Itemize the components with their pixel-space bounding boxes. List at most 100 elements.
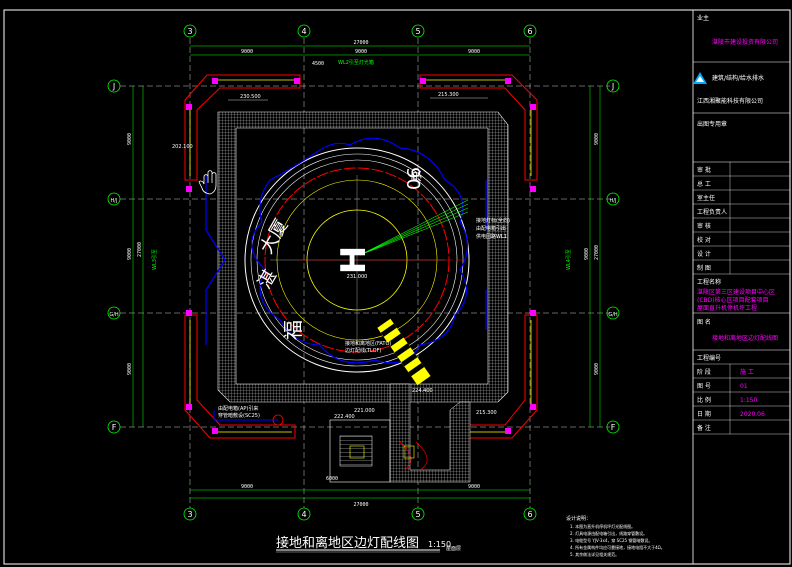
dim-text: 9000 — [241, 484, 253, 490]
approval-rows: 审 批 总 工 室主任 工程负责人 审 核 校 对 设 计 制 图 — [697, 166, 727, 272]
info-label: 日 期 — [697, 410, 711, 418]
info-label: 比 例 — [697, 396, 711, 404]
title-block: 业主 湛陵市建设投资有限公司 建筑/结构/给水排水 江西湘聚能科技有限公司 出图… — [692, 10, 790, 564]
company-logo-icon — [693, 72, 707, 84]
note-text: WL3引至 — [151, 249, 158, 270]
note-text: 供电回路WL1 — [476, 233, 507, 240]
notes-title: 设计说明： — [566, 515, 591, 522]
dimension-lines — [132, 45, 601, 499]
info-label: 图 号 — [697, 383, 711, 390]
seal-label: 出图专用章 — [697, 120, 727, 128]
pad-weight-text: 06 — [404, 167, 425, 190]
dim-text: 6000 — [326, 476, 338, 482]
dim-text: 9000 — [127, 363, 133, 375]
elevation-label: 222.400 — [334, 414, 355, 420]
dim-text: 9000 — [594, 133, 600, 145]
dim-text: 4500 — [312, 61, 324, 67]
column-markers — [186, 78, 536, 434]
helipad-h-letter: H — [334, 246, 374, 274]
row-label: 工程负责人 — [697, 208, 727, 216]
dim-text: 9000 — [584, 248, 590, 260]
pad-name-text: 福 — [281, 320, 305, 340]
dim-text: 27000 — [594, 245, 600, 260]
note-text: 由配电箱引出 — [476, 225, 506, 232]
axis-label: J — [112, 82, 115, 91]
project-name: (CBD)核心区项目配套项目 — [697, 296, 769, 304]
axis-label: 6 — [527, 510, 532, 519]
elevation-label: 215.300 — [438, 92, 459, 98]
axis-bubbles-bottom: 3 4 5 6 — [183, 507, 537, 521]
note-text: 边灯配线(TLOF) — [345, 347, 381, 354]
note-text: WL2引至灯光箱 — [338, 59, 374, 66]
dim-text: 9000 — [127, 133, 133, 145]
dim-text: 9000 — [594, 363, 600, 375]
axis-bubbles-top: 3 4 5 6 — [183, 24, 537, 38]
info-value: 2020.06 — [740, 411, 765, 418]
axis-label: 5 — [415, 510, 420, 519]
drawing-title: 接地和离地区边灯配线图 — [276, 535, 419, 551]
pad-weight-text: 京 — [409, 170, 423, 182]
grid-axes — [120, 38, 610, 508]
axis-label: F — [112, 423, 117, 432]
owner-name: 湛陵市建设投资有限公司 — [712, 38, 778, 46]
drawing-scale: 1:150 — [428, 540, 451, 549]
drawing-label: 图 名 — [697, 318, 711, 326]
elevation-label: 231.000 — [347, 274, 368, 280]
info-label: 备 注 — [697, 424, 711, 432]
note-line: 2. 灯具电源由配电箱引出，线路穿管敷设。 — [570, 530, 647, 536]
axis-label: 3 — [187, 27, 192, 36]
dim-text: 27000 — [137, 242, 143, 257]
note-line: 4. 所有金属构件均应可靠接地，接地电阻不大于4Ω。 — [570, 544, 665, 550]
elevation-label: 224.400 — [412, 388, 433, 394]
dim-text: 9000 — [468, 484, 480, 490]
elevation-label: 221.000 — [354, 408, 375, 414]
note-text: 接地和离地区(FATO) — [345, 340, 391, 347]
dim-text: 27000 — [353, 502, 368, 508]
designer-header: 建筑/结构/给水排水 — [712, 74, 764, 82]
dim-text: 9000 — [241, 49, 253, 55]
design-notes: 设计说明： 1. 本图为直升机停机坪灯光配线图。 2. 灯具电源由配电箱引出，线… — [566, 515, 665, 557]
helipad: H 湛 大厦 福 06 京 231.000 接地和离地区(FATO) 边灯配线(… — [205, 137, 487, 386]
info-rows: 阶 段 施 工 图 号 01 比 例 1:150 日 期 2020.06 备 注 — [697, 368, 765, 432]
axis-label: H/J — [610, 198, 617, 204]
owner-label: 业主 — [697, 14, 709, 22]
note-line: 3. 电缆型号 YJV-3x4，穿 SC25 钢管暗敷设。 — [570, 537, 652, 543]
elevation-label: 215.300 — [476, 410, 497, 416]
axis-label: 3 — [187, 510, 192, 519]
note-text: 接地灯标(全向) — [476, 217, 510, 224]
row-label: 审 批 — [697, 166, 711, 174]
elevation-label: 202.100 — [172, 144, 193, 150]
row-label: 制 图 — [697, 264, 711, 272]
access-walkway — [329, 383, 471, 483]
axis-label: 6 — [527, 27, 532, 36]
dim-text: 9000 — [355, 49, 367, 55]
row-label: 总 工 — [697, 180, 711, 188]
dim-text: 27000 — [353, 40, 368, 46]
project-name: 湛陵区第三区建设项目中心区 — [697, 288, 775, 296]
pad-name-text: 湛 — [254, 266, 281, 292]
row-label: 室主任 — [697, 194, 715, 202]
outer-frame — [3, 9, 791, 565]
row-label: 设 计 — [697, 250, 711, 258]
axis-label: G/H — [608, 312, 618, 318]
axis-bubbles-right: J H/J G/H F — [606, 79, 620, 434]
axis-label: 4 — [301, 27, 306, 36]
note-line: 1. 本图为直升机停机坪灯光配线图。 — [570, 523, 635, 529]
dim-text: 9000 — [468, 49, 480, 55]
info-label: 阶 段 — [697, 368, 711, 376]
touchdown-stripe — [377, 318, 431, 386]
dim-text: 9000 — [127, 248, 133, 260]
note-line: 5. 其余做法详见相关规范。 — [570, 551, 619, 557]
note-text: WL4引至 — [565, 249, 572, 270]
designer-name: 江西湘聚能科技有限公司 — [697, 97, 763, 105]
project-label: 工程名称 — [697, 278, 721, 286]
row-label: 校 对 — [697, 236, 711, 244]
axis-label: 4 — [301, 510, 306, 519]
drawing-no-label: 工程编号 — [697, 354, 721, 362]
info-value: 01 — [740, 383, 748, 390]
project-name: 屋面直升机停机坪工程 — [697, 304, 757, 312]
axis-label: G/H — [109, 312, 119, 318]
row-label: 审 核 — [697, 222, 711, 230]
annotations: WL2引至灯光箱 接地灯标(全向) 由配电箱引出 供电回路WL1 由配电箱(AP… — [151, 59, 572, 426]
